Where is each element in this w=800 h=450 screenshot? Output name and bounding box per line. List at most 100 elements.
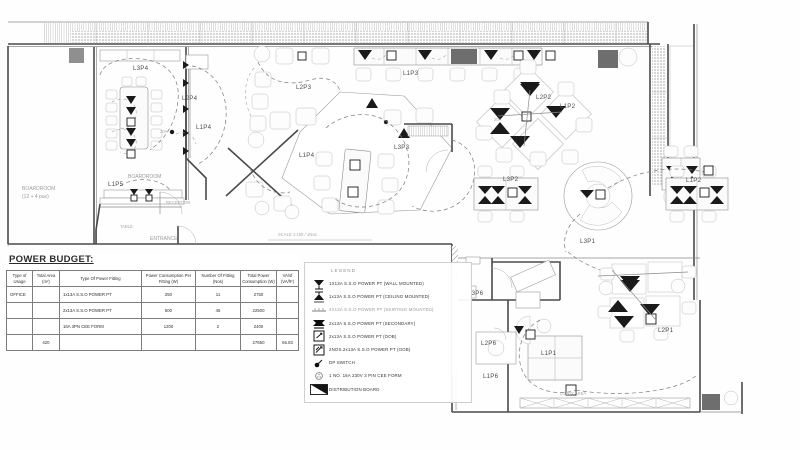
- cell-per-fitting: 500: [141, 302, 196, 319]
- table-row: 16A 3PN CEE FORM 1200 2 2400: [6, 318, 299, 335]
- cell-va-sf: [276, 302, 299, 319]
- lounge-seating-north: [245, 45, 343, 149]
- legend-item-label: 1x13A S.S.O POWER PT (CEILING MOUNTED): [329, 294, 430, 300]
- cell-area: [32, 302, 60, 319]
- socket-symbols-meeting-left: [478, 186, 532, 204]
- socket-symbols-central: [347, 98, 410, 198]
- cell-total-power: 2750: [240, 286, 277, 303]
- circuit-label: L1P2: [560, 103, 576, 110]
- cell-area: [32, 318, 60, 335]
- dp-switch-icon: [309, 357, 329, 369]
- cell-total-power: 27650: [240, 334, 277, 351]
- cell-usage: [6, 302, 33, 319]
- circuit-label: L2P1: [658, 327, 674, 334]
- legend-item-label: 2NOS.2x13A S.S.O POWER PT (OOB): [329, 347, 411, 353]
- legend-item: 4X13A S.S.O POWER PT (SKIRTING MOUNTED): [309, 303, 467, 316]
- socket-skirting-icon: [309, 304, 329, 316]
- cell-va-sf: [276, 286, 299, 303]
- socket-symbols-reception: [130, 189, 153, 202]
- meeting-tables-south: [473, 165, 729, 223]
- legend-item: DISTRIBUTION BOARD: [309, 383, 467, 396]
- circuit-label: L1P2: [686, 177, 702, 184]
- workstation-cluster-central: [225, 91, 476, 220]
- cell-count: 11: [195, 286, 241, 303]
- room-label: ENTRANCE: [150, 236, 178, 242]
- power-budget-table: Type of Usage Total Area (m²) Type Of Po…: [6, 270, 299, 351]
- legend-item: DP SWITCH: [309, 356, 467, 369]
- table-row: OFFICE 1x13A S.S.O POWER PT 250 11 2750: [6, 286, 299, 303]
- cell-va-sf: 65.83: [276, 334, 299, 351]
- cell-usage: [6, 334, 33, 351]
- circuit-label: L1P6: [483, 373, 499, 380]
- circuit-label: L1P4: [299, 152, 315, 159]
- table-row-total: 420 27650 65.83: [6, 334, 299, 351]
- circuit-label: L1P5: [108, 181, 124, 188]
- legend-item: 2x13A S.S.O POWER PT (SECONDARY): [309, 317, 467, 330]
- room-label: RECEPTION: [166, 200, 190, 205]
- workstation-cluster-diamond: [475, 47, 638, 170]
- boardroom-zone: [69, 47, 197, 245]
- socket-wall-mounted-icon: [309, 278, 329, 290]
- circuit-label: L2P3: [296, 84, 312, 91]
- circuit-label: L1P3: [403, 70, 419, 77]
- circuit-rating-label: 20A: [494, 117, 502, 122]
- legend-item: 1x13A S.S.O POWER PT (CEILING MOUNTED): [309, 290, 467, 303]
- socket-2nos-oob-icon: [309, 344, 329, 356]
- circuit-label: L1P1: [541, 350, 557, 357]
- legend-item-label: 2x13A S.S.O POWER PT (SECONDARY): [329, 320, 416, 326]
- cell-usage: OFFICE: [6, 286, 33, 303]
- circuit-rating-label: 20A: [160, 129, 168, 134]
- socket-symbols-collab-pod: [580, 189, 606, 200]
- legend-item: 1X13A S.S.O POWER PT (WALL MOUNTED): [309, 277, 467, 290]
- power-budget-title: POWER BUDGET:: [9, 254, 94, 265]
- legend-item-label: 1X13A S.S.O POWER PT (WALL MOUNTED): [329, 281, 424, 287]
- cee-form-icon: [309, 370, 329, 382]
- cell-per-fitting: 250: [141, 286, 196, 303]
- distribution-board-icon: [309, 383, 329, 395]
- scale-note: SCALE 1:100 / 1Nos: [278, 232, 317, 237]
- col-header-type-of-fitting: Type Of Power Fitting: [59, 270, 142, 287]
- cell-fitting: 1x13A S.S.O POWER PT: [59, 286, 142, 303]
- cell-va-sf: [276, 318, 299, 335]
- cell-total-power: 2400: [240, 318, 277, 335]
- col-header-va-per-sf: VA/sf (VA/ft²): [276, 270, 299, 287]
- socket-symbols-riser: [169, 61, 189, 155]
- circuit-label: L3P1: [580, 238, 596, 245]
- socket-ceiling-mounted-icon: [309, 291, 329, 303]
- cell-fitting: 16A 3PN CEE FORM: [59, 318, 142, 335]
- service-riser-strip: [169, 54, 227, 200]
- legend-title: LEGEND: [331, 268, 356, 273]
- legend-item-label: DP SWITCH: [329, 360, 355, 366]
- col-header-type-of-usage: Type of Usage: [6, 270, 33, 287]
- legend-item-label: 1 NO. 16A 230V 3 PIN CEE FORM: [329, 373, 402, 379]
- cell-area: 420: [32, 334, 60, 351]
- legend-item-label: 4X13A S.S.O POWER PT (SKIRTING MOUNTED): [329, 307, 434, 313]
- circuit-label: L3P2: [503, 176, 519, 183]
- room-label: (12 + 4 pax): [22, 194, 49, 200]
- legend-item: 2x13A S.S.O POWER PT (OOB): [309, 330, 467, 343]
- circuit-label: L3P3: [394, 144, 410, 151]
- col-header-total-area: Total Area (m²): [32, 270, 60, 287]
- socket-symbols-meeting-right: [670, 186, 724, 204]
- socket-symbols-bench-north: [358, 50, 556, 61]
- cell-count: [195, 334, 241, 351]
- cell-total-power: 22500: [240, 302, 277, 319]
- south-east-wing: [458, 251, 743, 414]
- cell-count: 45: [195, 302, 241, 319]
- room-label: BOARDROOM: [128, 174, 161, 180]
- power-budget-panel: POWER BUDGET: Type of Usage Total Area (…: [6, 254, 299, 351]
- legend-item-label: 2x13A S.S.O POWER PT (OOB): [329, 333, 397, 339]
- legend-item: 1 NO. 16A 230V 3 PIN CEE FORM: [309, 369, 467, 382]
- room-label: BOARDROOM: [22, 186, 55, 192]
- circuit-label: L2P6: [481, 340, 497, 347]
- circuit-label: L3P4: [133, 65, 149, 72]
- circuit-label: L2P2: [536, 94, 552, 101]
- circuit-label: L2P4: [182, 95, 198, 102]
- col-header-power-per-fitting: Power Consumption Per Fitting (W): [141, 270, 196, 287]
- cell-usage: [6, 318, 33, 335]
- cell-count: 2: [195, 318, 241, 335]
- cell-fitting: 2x13A S.S.O POWER PT: [59, 302, 142, 319]
- curtain-wall-glazing-north: [8, 21, 660, 47]
- socket-symbols-boardroom: [126, 96, 136, 159]
- bench-desks-north: [353, 47, 556, 82]
